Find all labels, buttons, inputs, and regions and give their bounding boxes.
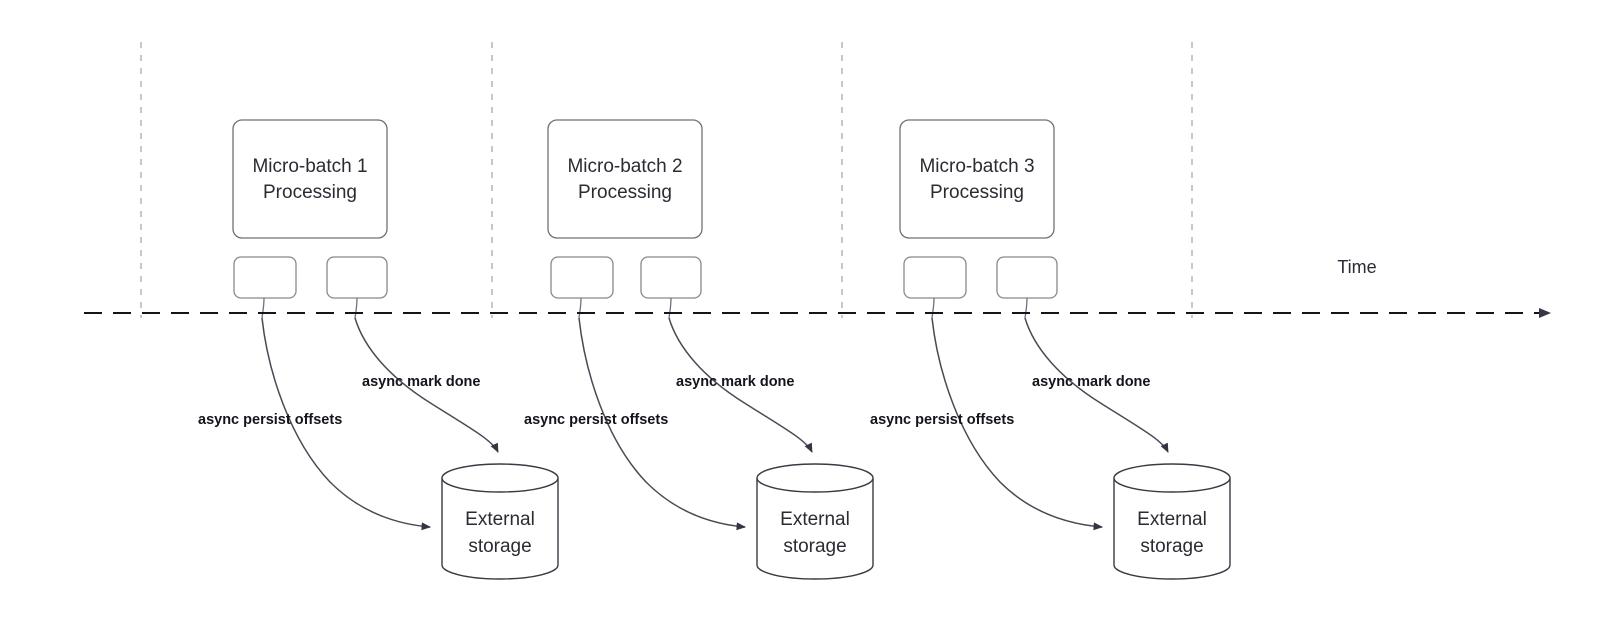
storage-2-top[interactable] bbox=[756, 463, 874, 493]
mini-box-mark-1[interactable] bbox=[326, 256, 388, 299]
mini-box-persist-1[interactable] bbox=[233, 256, 297, 299]
label-async-persist-offsets-2: async persist offsets bbox=[524, 412, 668, 428]
micro-batch-1-box[interactable] bbox=[232, 119, 388, 239]
storage-3-label-line1: External bbox=[1137, 509, 1207, 530]
mini-box-persist-3[interactable] bbox=[903, 256, 967, 299]
stem-mark-3 bbox=[1024, 297, 1028, 319]
micro-batch-1-label-line1: Micro-batch 1 bbox=[252, 156, 367, 177]
storage-2-label-line1: External bbox=[780, 509, 850, 530]
stem-mark-1 bbox=[354, 297, 358, 319]
flow-async-persist-offsets-2 bbox=[578, 317, 746, 531]
micro-batch-1-label-line2: Processing bbox=[263, 182, 357, 203]
mini-box-mark-3[interactable] bbox=[996, 256, 1058, 299]
label-async-persist-offsets-3: async persist offsets bbox=[870, 412, 1014, 428]
storage-3-label-line2: storage bbox=[1140, 536, 1203, 557]
stem-persist-3 bbox=[931, 297, 935, 319]
micro-batch-3-box[interactable] bbox=[899, 119, 1055, 239]
mini-box-mark-2[interactable] bbox=[640, 256, 702, 299]
label-async-mark-done-1: async mark done bbox=[362, 374, 480, 390]
storage-3-top[interactable] bbox=[1113, 463, 1231, 493]
time-axis-label: Time bbox=[1337, 257, 1376, 277]
storage-1-label-line2: storage bbox=[468, 536, 531, 557]
micro-batch-group-2: Micro-batch 2 Processing async mark done… bbox=[524, 119, 874, 580]
storage-2-body[interactable] bbox=[756, 478, 874, 580]
flow-async-mark-done-1 bbox=[354, 317, 499, 453]
stem-mark-2 bbox=[668, 297, 672, 319]
flow-async-mark-done-2 bbox=[668, 317, 813, 453]
micro-batch-group-3: Micro-batch 3 Processing async mark done… bbox=[870, 119, 1231, 580]
storage-1-label-line1: External bbox=[465, 509, 535, 530]
micro-batch-2-label-line1: Micro-batch 2 bbox=[567, 156, 682, 177]
mini-box-persist-2[interactable] bbox=[550, 256, 614, 299]
micro-batch-3-label-line2: Processing bbox=[930, 182, 1024, 203]
micro-batch-2-label-line2: Processing bbox=[578, 182, 672, 203]
flow-async-persist-offsets-3 bbox=[931, 317, 1103, 531]
flow-async-persist-offsets-1 bbox=[261, 317, 431, 531]
storage-2-label-line2: storage bbox=[783, 536, 846, 557]
micro-batch-2-box[interactable] bbox=[547, 119, 703, 239]
stem-persist-2 bbox=[578, 297, 582, 319]
stem-persist-1 bbox=[261, 297, 265, 319]
flow-async-mark-done-3 bbox=[1024, 317, 1169, 453]
storage-1-top[interactable] bbox=[441, 463, 559, 493]
label-async-persist-offsets-1: async persist offsets bbox=[198, 412, 342, 428]
storage-1-body[interactable] bbox=[441, 478, 559, 580]
micro-batch-group-1: Micro-batch 1 Processing async mark done… bbox=[198, 119, 559, 580]
time-axis-group: Time bbox=[84, 257, 1551, 318]
label-async-mark-done-3: async mark done bbox=[1032, 374, 1150, 390]
label-async-mark-done-2: async mark done bbox=[676, 374, 794, 390]
micro-batch-3-label-line1: Micro-batch 3 bbox=[919, 156, 1034, 177]
storage-3-body[interactable] bbox=[1113, 478, 1231, 580]
